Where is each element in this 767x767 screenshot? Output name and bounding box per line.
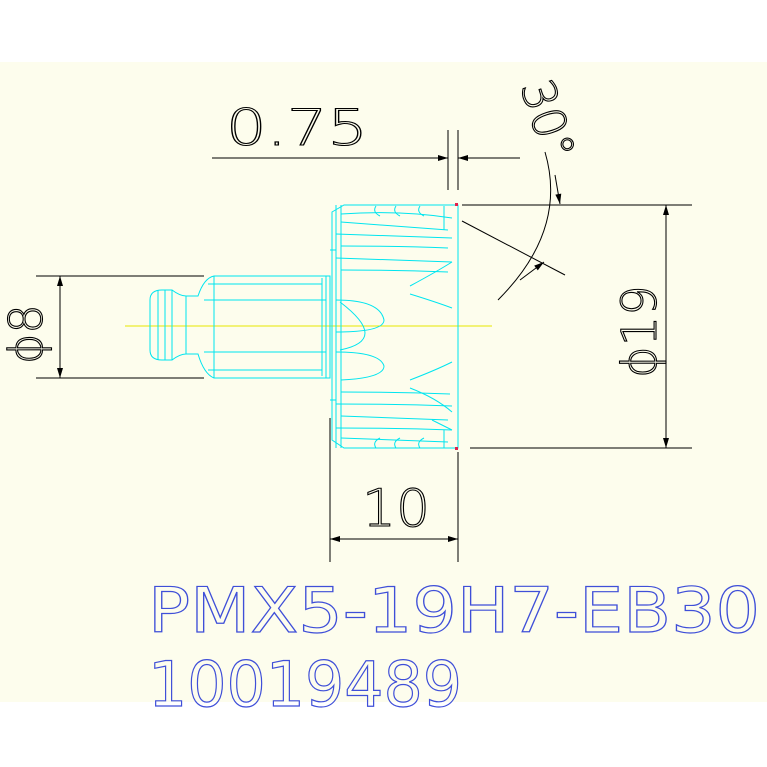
item-code: 10019489 bbox=[148, 648, 462, 721]
pilot-shaft bbox=[186, 275, 331, 379]
part-number: PMX5-19H7-EB30 bbox=[148, 574, 760, 647]
pilot-end-boss bbox=[149, 289, 173, 361]
dim-chamfer-depth bbox=[212, 130, 520, 190]
dim-pilot-diameter-label: ϕ8 bbox=[0, 304, 53, 364]
dim-gear-width bbox=[329, 418, 459, 562]
dim-chamfer-angle bbox=[461, 151, 566, 301]
drawing-sheet bbox=[0, 62, 767, 702]
dim-gear-diameter bbox=[462, 204, 692, 449]
pilot-neck bbox=[171, 289, 187, 361]
part-outline bbox=[149, 204, 459, 449]
dim-gear-diameter-label: ϕ19 bbox=[612, 285, 668, 378]
dim-gear-width-label: 10 bbox=[362, 479, 430, 539]
gear-teeth bbox=[335, 205, 453, 449]
marker-top bbox=[455, 203, 458, 206]
dim-pilot-diameter bbox=[36, 275, 204, 379]
dim-chamfer-angle-label: 30° bbox=[510, 73, 587, 167]
dim-chamfer-depth-label: 0.75 bbox=[226, 99, 368, 157]
marker-bottom bbox=[455, 447, 458, 450]
